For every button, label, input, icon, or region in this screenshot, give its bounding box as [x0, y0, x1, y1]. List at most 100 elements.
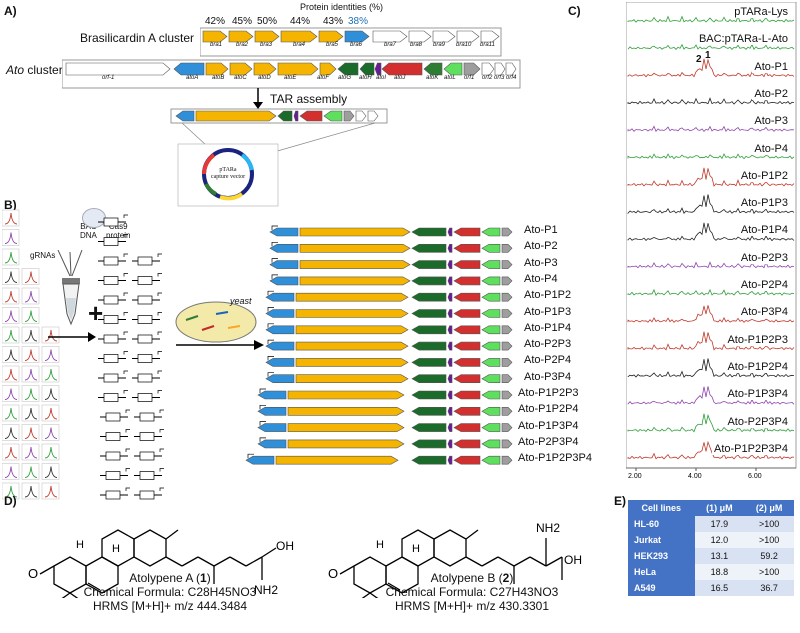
- grna-trace: [24, 427, 38, 439]
- bra-gene-labels: bra1 bra2 bra3 bra4 bra5 bra6 bra7 bra8 …: [200, 42, 500, 52]
- promoter-mark: [267, 372, 274, 377]
- value-2: >100: [744, 532, 794, 548]
- atoBE-arrow: [287, 439, 405, 449]
- atoGH-arrow: [411, 341, 447, 351]
- mini-gene-5: [299, 110, 323, 122]
- ato-gene-9: [359, 62, 375, 76]
- cell-line: HEK293: [628, 548, 695, 564]
- atoJ-arrow: [453, 455, 481, 465]
- donor-promoter: [157, 253, 162, 257]
- panel-b-label: B): [4, 198, 17, 212]
- atolypene-a-hrms: HRMS [M+H]+ m/z 444.3484: [92, 599, 248, 613]
- cell-line: Jurkat: [628, 532, 695, 548]
- donor-promoter: [123, 351, 128, 355]
- bra2-label: bra2: [236, 42, 249, 48]
- constructs-svg: [245, 225, 513, 465]
- vector-label: pTARa capture vector: [205, 167, 251, 181]
- x-tick-label: 6.00: [748, 473, 762, 480]
- trace-label: Ato-P2P3P4: [725, 415, 790, 428]
- construct-row: [257, 404, 513, 416]
- construct-row: [269, 274, 513, 286]
- construct-label: Ato-P1P4: [524, 321, 572, 334]
- atoI-arrow: [447, 309, 453, 318]
- ketone-o: O: [28, 566, 38, 581]
- orf-minus1-label: orf-1: [102, 75, 115, 81]
- ato-gene-14: [463, 62, 481, 76]
- construct-row: [257, 437, 513, 449]
- construct-row: [257, 388, 513, 400]
- grna-trace: [4, 427, 18, 439]
- atoJ-arrow: [453, 374, 481, 383]
- donor-box: [137, 276, 153, 285]
- carboxyl-oh: OH: [276, 539, 294, 553]
- identity-4: 44%: [290, 16, 311, 27]
- atoA-arrow: [257, 407, 287, 416]
- trace-label: Ato-P1P2P4: [725, 360, 790, 373]
- bra-gene-11: [480, 30, 500, 43]
- ato-gene-10: [374, 62, 382, 76]
- atoA-arrow: [265, 325, 295, 335]
- atoBE-arrow: [295, 341, 409, 351]
- atoGH-arrow: [411, 243, 447, 253]
- grna-trace: [44, 349, 58, 361]
- donor-box: [137, 315, 153, 324]
- orf2-label: orf2: [482, 75, 493, 81]
- donor-box: [105, 490, 121, 500]
- atoJ-arrow: [453, 423, 481, 432]
- atoI-arrow: [447, 276, 453, 286]
- construct-row: [269, 225, 513, 237]
- atolypene-b-structure: O OH NH2 H H: [328, 521, 582, 598]
- atoJ-arrow: [453, 407, 481, 416]
- capture-construct: [170, 108, 388, 207]
- construct-label: Ato-P2: [524, 240, 558, 253]
- atoI-arrow: [447, 292, 453, 302]
- donor-promoter: [157, 351, 162, 355]
- construct-row: [265, 290, 513, 302]
- dna-label: DNA: [80, 231, 97, 240]
- atoJ-label: atoJ: [394, 75, 406, 81]
- promoter-mark: [267, 290, 274, 296]
- bra7-label: bra7: [384, 42, 397, 48]
- atoBE-arrow: [287, 407, 405, 416]
- atoKL-arrow: [481, 227, 501, 237]
- promoter-mark: [259, 404, 266, 410]
- bra8-label: bra8: [410, 42, 423, 48]
- construct-label: Ato-P2P4: [524, 354, 572, 367]
- grna-trace: [44, 329, 58, 342]
- atolypene-a-formula: Chemical Formula: C28H45NO3: [83, 585, 257, 599]
- atoKL-arrow: [481, 423, 501, 432]
- atoA-arrow: [245, 455, 275, 465]
- ato-gene-11: [381, 62, 423, 76]
- atoI-arrow: [447, 407, 453, 416]
- atolypene-a-num: 1: [200, 571, 207, 585]
- grna-trace: [4, 329, 18, 342]
- atoJ-arrow: [453, 260, 481, 269]
- atoKL-arrow: [481, 455, 501, 465]
- trace-label: Ato-P2P4: [738, 279, 790, 291]
- amine-nh2: NH2: [254, 583, 278, 597]
- atolypene-a-name-text: Atolypene A (: [129, 571, 201, 585]
- ato-gene-3: [205, 62, 229, 76]
- value-2: 36.7: [744, 580, 794, 596]
- tar-down-arrow: [253, 88, 263, 109]
- construct-row: [265, 339, 513, 351]
- donor-box: [103, 373, 119, 383]
- atoJ-arrow: [453, 227, 481, 237]
- orf1-arrow: [501, 309, 513, 318]
- ato-gene-7: [319, 62, 337, 76]
- atoC-label: atoC: [234, 75, 247, 81]
- mini-gene-9: [367, 110, 379, 122]
- atoGH-arrow: [411, 292, 447, 302]
- construct-row: [265, 356, 513, 367]
- donor-promoter: [123, 273, 128, 277]
- grna-trace: [4, 485, 18, 498]
- promoter-mark: [259, 437, 266, 442]
- atoGH-arrow: [411, 423, 447, 432]
- atolypene-a-caption: Atolypene A (1) Chemical Formula: C28H45…: [60, 571, 280, 613]
- promoter-mark: [247, 453, 254, 459]
- grna-trace: [44, 446, 58, 459]
- atoA-arrow: [269, 260, 299, 269]
- atolypene-b-num: 2: [502, 571, 510, 585]
